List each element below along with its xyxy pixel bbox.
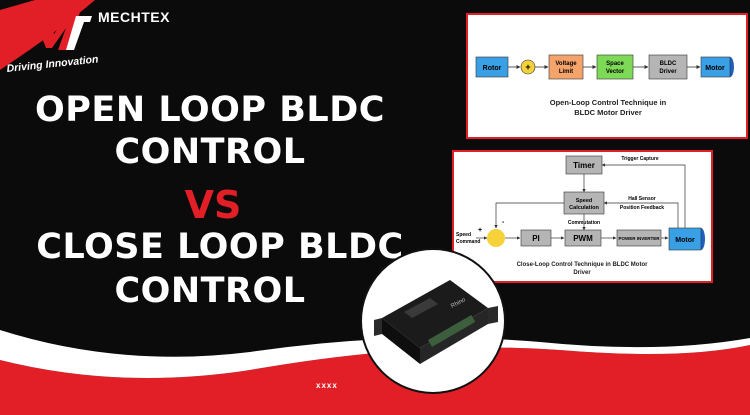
timer-label: Timer xyxy=(573,161,595,170)
summing-junction xyxy=(487,229,505,247)
open-loop-caption-2: BLDC Motor Driver xyxy=(574,108,642,117)
headline-line-4: CONTROL xyxy=(114,271,306,311)
power-inverter-label: POWER INVERTER xyxy=(618,236,660,241)
speed-command-label-2: Command xyxy=(456,239,480,245)
pi-label: PI xyxy=(532,234,540,243)
pwm-label: PWM xyxy=(573,234,593,243)
minus-sign: - xyxy=(502,219,505,226)
brand-name: MECHTEX xyxy=(98,9,170,25)
space-vector-block xyxy=(596,54,634,80)
speed-calc-label-1: Speed xyxy=(576,198,593,204)
motor-block xyxy=(700,56,731,78)
bottom-red-band xyxy=(0,345,750,415)
headline-line-1: OPEN LOOP BLDC xyxy=(35,90,385,130)
speed-command-label-1: Speed xyxy=(456,232,471,238)
trigger-capture-label: Trigger Capture xyxy=(621,156,658,162)
bldc-driver-label-1: BLDC xyxy=(660,61,677,67)
mechtex-logo xyxy=(20,12,92,50)
vs-label: VS xyxy=(184,183,242,227)
space-vector-label-1: Space xyxy=(606,61,624,67)
bldc-driver-product-image: Rhino xyxy=(360,248,506,394)
voltage-limit-label-1: Voltage xyxy=(555,61,577,67)
bottom-white-wave xyxy=(0,330,750,378)
open-loop-diagram: Rotor + Voltage Limit Space Vector BLDC … xyxy=(466,13,748,139)
motor-label: Motor xyxy=(705,65,725,72)
bldc-driver-block xyxy=(648,54,688,80)
speed-calc-label-2: Calculation xyxy=(569,205,599,211)
position-feedback-label: Position Feedback xyxy=(620,205,664,211)
open-loop-caption-1: Open-Loop Control Technique in xyxy=(550,98,667,107)
headline-line-2: CONTROL xyxy=(114,132,306,172)
motor-block xyxy=(668,227,702,251)
sum-plus: + xyxy=(525,62,530,72)
closed-loop-caption-2: Driver xyxy=(573,270,591,276)
motor-label: Motor xyxy=(675,237,695,244)
plus-sign: + xyxy=(478,227,482,234)
voltage-limit-label-2: Limit xyxy=(559,69,573,75)
closed-loop-caption-1: Close-Loop Control Technique in BLDC Mot… xyxy=(517,262,649,268)
closed-loop-diagram: Timer Trigger Capture Speed Calculation … xyxy=(452,150,713,283)
hall-sensor-label: Hall Sensor xyxy=(628,196,656,202)
space-vector-label-2: Vector xyxy=(606,69,625,75)
voltage-limit-block xyxy=(548,54,584,80)
footer-placeholder: xxxx xyxy=(316,381,338,390)
rotor-label: Rotor xyxy=(483,65,502,72)
bldc-driver-label-2: Driver xyxy=(659,69,677,75)
headline-line-3: CLOSE LOOP BLDC xyxy=(36,227,404,267)
